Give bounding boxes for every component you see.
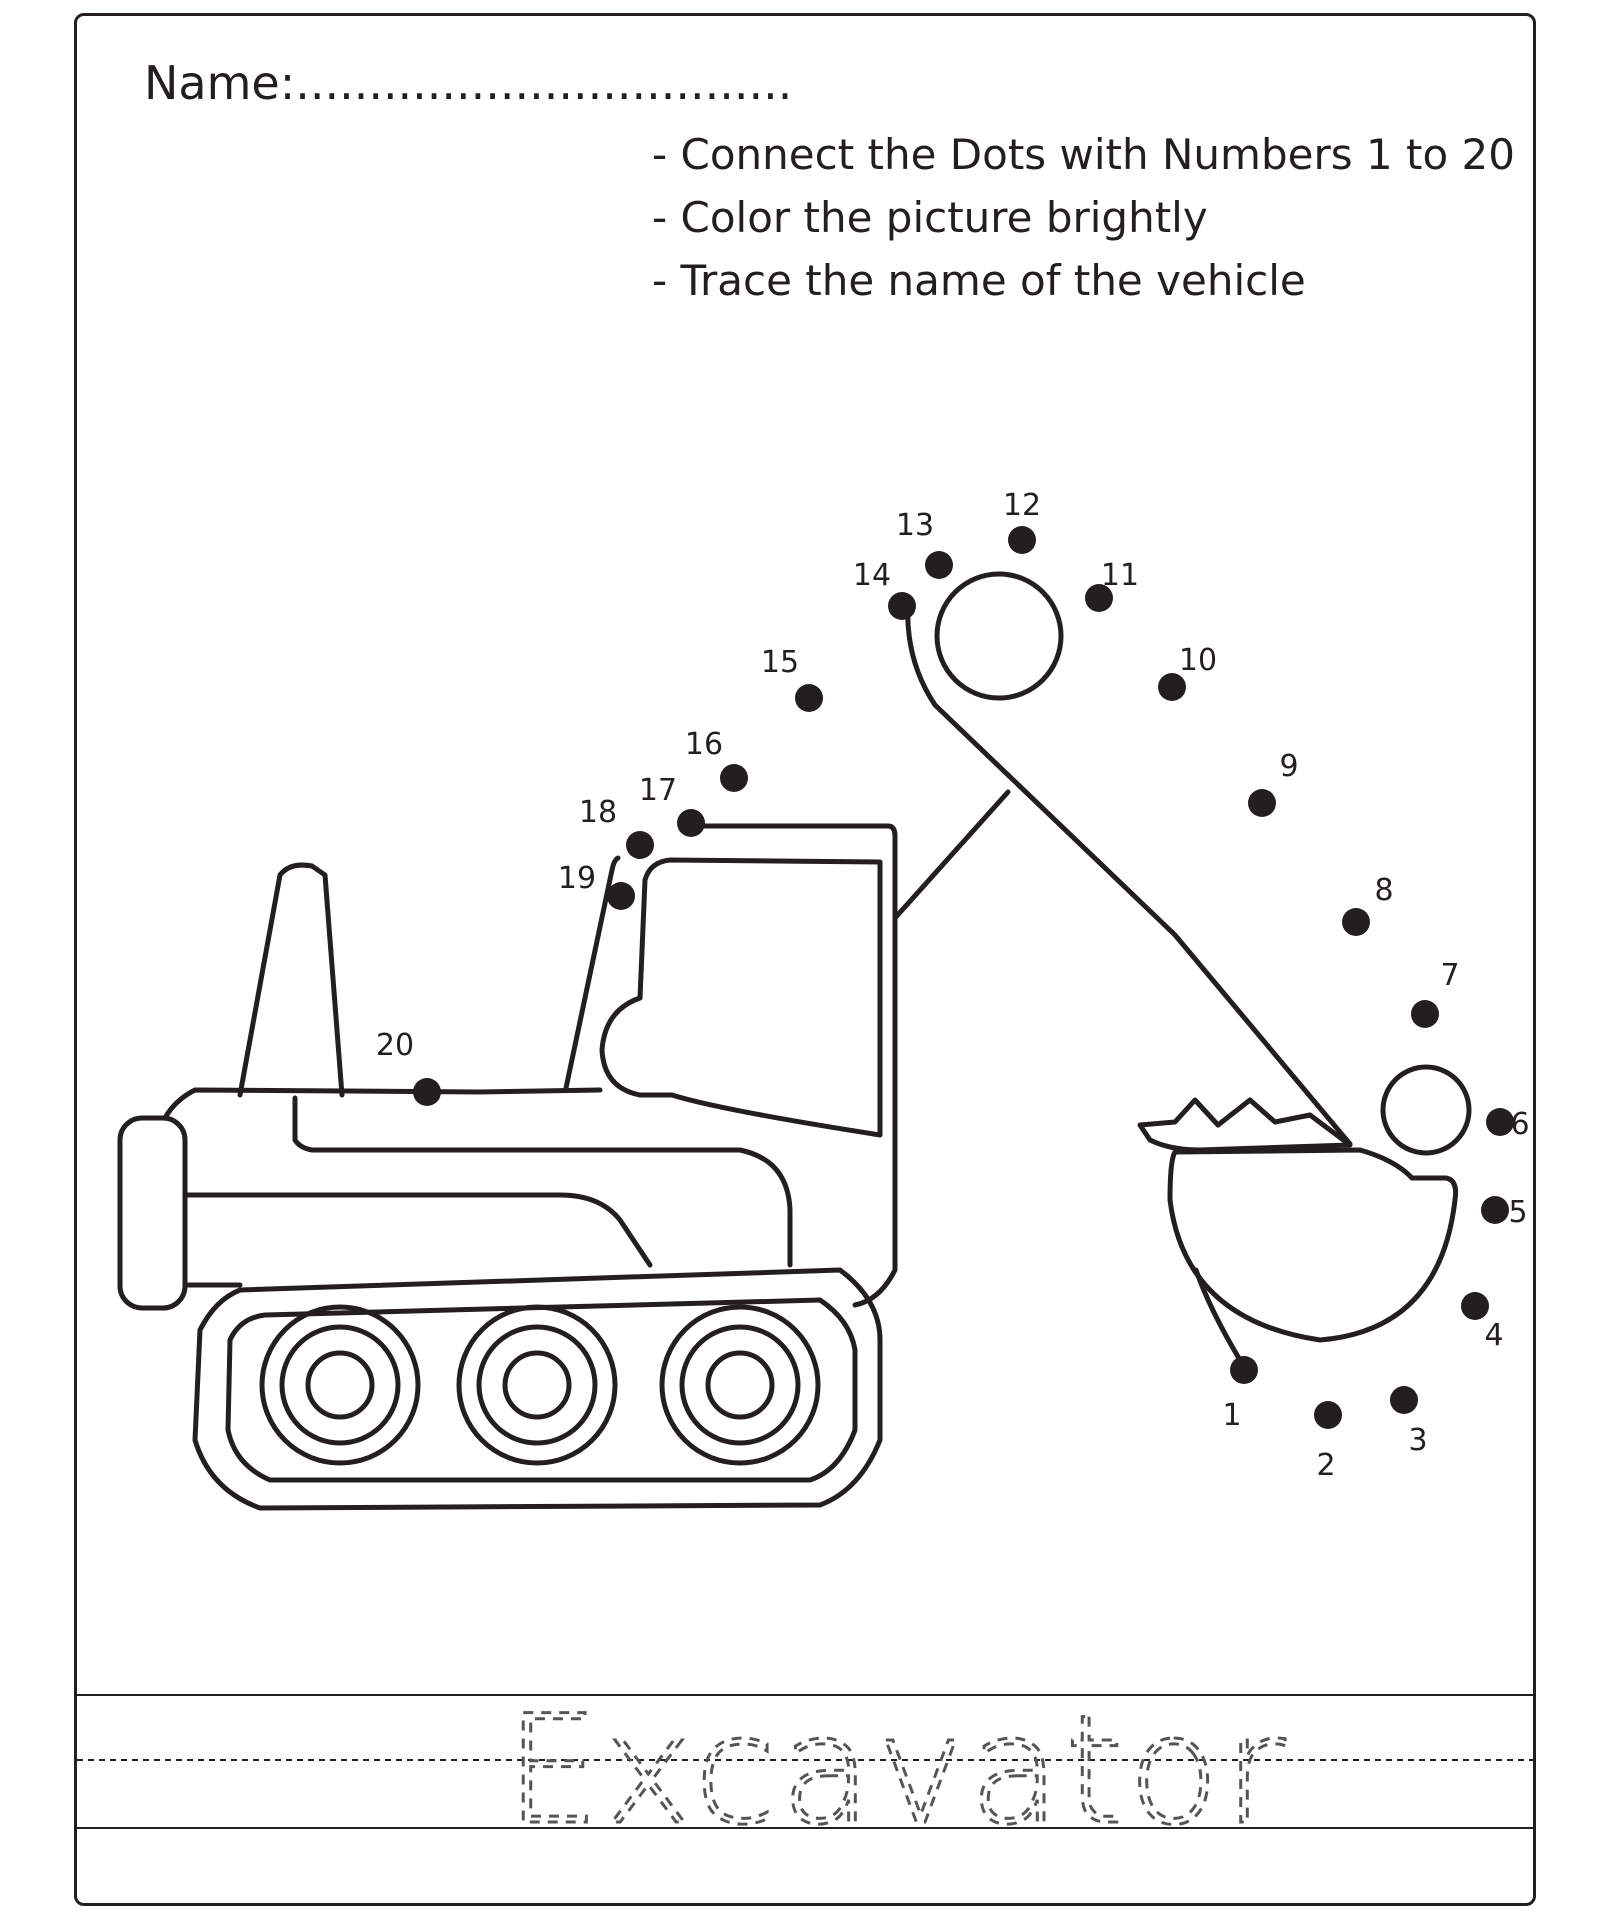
dot-label-11: 11 xyxy=(1101,558,1139,593)
cab-window xyxy=(599,857,883,1138)
dot-8 xyxy=(1342,908,1370,936)
trace-word: Excavator xyxy=(505,1684,1289,1858)
boom-pivot xyxy=(934,571,1064,701)
dot-5 xyxy=(1481,1196,1509,1224)
dot-label-20: 20 xyxy=(376,1028,414,1063)
dot-label-4: 4 xyxy=(1484,1318,1503,1353)
wheel-middle xyxy=(456,1304,618,1466)
wheel-left xyxy=(259,1304,421,1466)
dot-16 xyxy=(720,764,748,792)
track-inner xyxy=(225,1297,858,1483)
dot-label-15: 15 xyxy=(761,645,799,680)
boom-arm xyxy=(905,600,1353,1147)
exhaust-stack xyxy=(237,862,345,1098)
body-side xyxy=(182,1192,653,1268)
dot-18 xyxy=(626,831,654,859)
dot-20 xyxy=(413,1078,441,1106)
body-hood xyxy=(292,1095,793,1268)
dot-label-8: 8 xyxy=(1374,873,1393,908)
dot-1 xyxy=(1230,1356,1258,1384)
dot-12 xyxy=(1008,526,1036,554)
dot-label-16: 16 xyxy=(685,727,723,762)
front-blade xyxy=(117,1115,188,1311)
cab-front-line xyxy=(563,855,621,1091)
dot-13 xyxy=(925,551,953,579)
wheel-right xyxy=(659,1304,821,1466)
dot-label-17: 17 xyxy=(639,773,677,808)
dot-label-18: 18 xyxy=(579,795,617,830)
dot-label-7: 7 xyxy=(1440,958,1459,993)
dot-label-5: 5 xyxy=(1508,1195,1527,1230)
instruction-trace-name: - Trace the name of the vehicle xyxy=(652,256,1306,305)
dot-17 xyxy=(677,809,705,837)
track-outline xyxy=(192,1267,883,1511)
dot-label-14: 14 xyxy=(853,558,891,593)
dot-label-13: 13 xyxy=(896,508,934,543)
bucket-arm-link xyxy=(1193,1267,1243,1363)
dot-label-12: 12 xyxy=(1003,488,1041,523)
instruction-connect-dots: - Connect the Dots with Numbers 1 to 20 xyxy=(652,130,1515,179)
dot-label-3: 3 xyxy=(1408,1423,1427,1458)
dot-19 xyxy=(607,882,635,910)
dot-15 xyxy=(795,684,823,712)
bucket-teeth xyxy=(1137,1097,1353,1153)
dot-11 xyxy=(1085,584,1113,612)
dot-14 xyxy=(888,592,916,620)
dot-3 xyxy=(1390,1386,1418,1414)
bucket xyxy=(1167,1147,1459,1343)
dot-label-9: 9 xyxy=(1279,749,1298,784)
dot-label-19: 19 xyxy=(558,861,596,896)
cab-outline xyxy=(162,1087,603,1121)
dot-label-2: 2 xyxy=(1316,1448,1335,1483)
dot-2 xyxy=(1314,1401,1342,1429)
dot-4 xyxy=(1461,1292,1489,1320)
dot-9 xyxy=(1248,789,1276,817)
dot-10 xyxy=(1158,673,1186,701)
name-field-label: Name:.................................. xyxy=(144,56,793,110)
instruction-color-picture: - Color the picture brightly xyxy=(652,193,1208,242)
dot-label-1: 1 xyxy=(1222,1398,1241,1433)
dot-7 xyxy=(1411,1000,1439,1028)
dot-label-10: 10 xyxy=(1179,643,1217,678)
worksheet-frame xyxy=(74,13,1536,1906)
dot-6 xyxy=(1486,1108,1514,1136)
boom-strut xyxy=(892,789,1011,921)
dot-label-6: 6 xyxy=(1510,1107,1529,1142)
bucket-pivot xyxy=(1380,1064,1472,1156)
